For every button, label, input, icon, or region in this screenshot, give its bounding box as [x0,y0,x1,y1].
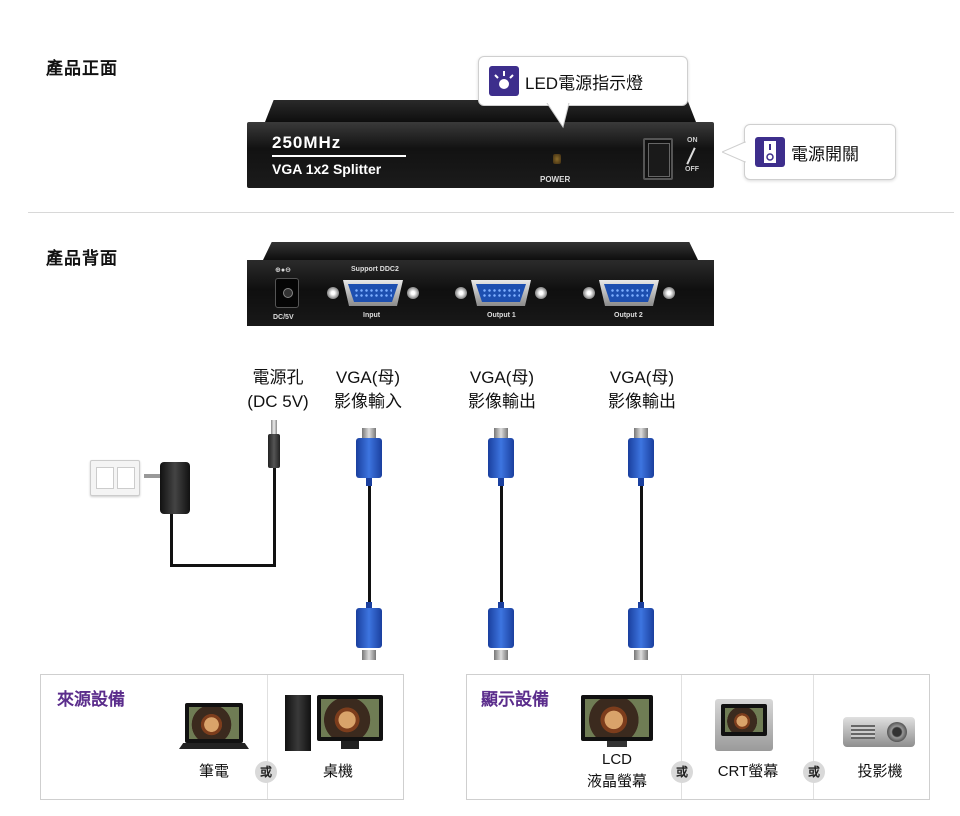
dc-polarity-symbol: ⊕●⊖ [275,267,291,274]
adapter-cable [170,564,276,567]
label-underline [272,155,406,157]
vga-output2-label: VGA(母) 影像輸出 [596,366,688,414]
power-switch-icon [755,137,785,167]
input-port-label: Input [363,312,381,319]
vga-cable-input [368,482,371,606]
dc-power-jack [275,278,299,308]
out2-label-line2: 影像輸出 [608,392,676,411]
screw-icon [407,287,419,299]
vga-connector-icon [356,428,382,486]
splitter-back-view: ⊕●⊖ DC/5V Support DDC2 Input Output 1 Ou… [247,242,714,326]
callout-switch-pointer [722,141,746,163]
device-top-surface-back [263,242,698,260]
desktop-tower-icon [285,695,311,751]
screw-icon [535,287,547,299]
lcd-label: LCD 液晶螢幕 [575,749,659,793]
source-devices-panel: 來源設備 筆電 或 桌機 [40,674,404,800]
out1-label-line1: VGA(母) [469,368,535,387]
laptop-label: 筆電 [198,763,229,780]
vga-input-label: VGA(母) 影像輸入 [322,366,414,414]
lcd-stand [607,741,627,747]
power-label: POWER [540,175,571,184]
led-light-icon [489,66,519,96]
vga-output1-label: VGA(母) 影像輸出 [456,366,548,414]
power-led [553,154,561,164]
adapter-cable [170,514,173,566]
vga-connector-icon [488,602,514,660]
projector-label: 投影機 [857,763,903,780]
desktop-monitor-icon [317,695,383,741]
screw-icon [455,287,467,299]
output2-port-label: Output 2 [614,312,643,319]
adapter-cable [273,466,276,567]
screw-icon [663,287,675,299]
power-adapter-icon [160,462,190,514]
vga-output1-port [455,278,547,308]
callout-led: LED電源指示燈 [478,56,688,106]
heading-front: 產品正面 [46,59,118,78]
vga-connector-icon [356,602,382,660]
projector-icon [843,717,915,747]
heading-back: 產品背面 [46,249,118,268]
out2-label-line1: VGA(母) [609,368,675,387]
or-badge: 或 [803,761,825,783]
lcd-label-line2: 液晶螢幕 [586,773,647,790]
panel-separator [267,675,268,799]
vga-cable-output2 [640,482,643,606]
ac-prong [144,474,162,478]
monitor-stand [341,741,359,749]
screw-icon [583,287,595,299]
lcd-monitor-icon [581,695,653,741]
source-panel-title: 來源設備 [57,690,125,709]
dc-jack-label: 電源孔 (DC 5V) [236,366,320,414]
panel-separator [681,675,682,799]
vga-connector-icon [488,428,514,486]
panel-separator [813,675,814,799]
speed-label: 250MHz [272,133,342,152]
dc-plug-icon [268,420,280,468]
dc-port-label: DC/5V [273,314,294,321]
desktop-label: 桌機 [322,763,353,780]
splitter-front-view: 250MHz VGA 1x2 Splitter POWER ON OFF [247,100,714,188]
crt-monitor-icon [715,699,773,751]
switch-on-label: ON [687,137,698,144]
section-divider [28,212,954,213]
vga-connector-icon [628,602,654,660]
power-switch [643,138,673,180]
vga-output2-port [583,278,675,308]
out1-label-line2: 影像輸出 [468,392,536,411]
or-badge: 或 [671,761,693,783]
vga-cable-output1 [500,482,503,606]
laptop-icon [179,703,251,755]
output1-port-label: Output 1 [487,312,516,319]
input-label-line1: VGA(母) [335,368,401,387]
display-panel-title: 顯示設備 [481,690,549,709]
wall-outlet-icon [90,460,140,496]
vga-connector-icon [628,428,654,486]
rocker [648,143,670,177]
switch-off-label: OFF [685,166,699,173]
ddc2-label: Support DDC2 [351,266,399,273]
dc-label-line2: (DC 5V) [247,392,309,411]
callout-switch-text: 電源開關 [791,144,859,164]
or-badge: 或 [255,761,277,783]
screw-icon [327,287,339,299]
display-devices-panel: 顯示設備 LCD 液晶螢幕 或 CRT螢幕 或 投影機 [466,674,930,800]
callout-power-switch: 電源開關 [744,124,896,180]
model-label: VGA 1x2 Splitter [272,161,382,177]
callout-led-text: LED電源指示燈 [525,73,644,93]
callout-led-pointer [546,103,570,129]
input-label-line2: 影像輸入 [334,392,402,411]
vga-input-port [327,278,419,308]
lcd-label-line1: LCD [601,751,632,768]
dc-label-line1: 電源孔 [252,368,304,387]
crt-label: CRT螢幕 [717,763,779,780]
